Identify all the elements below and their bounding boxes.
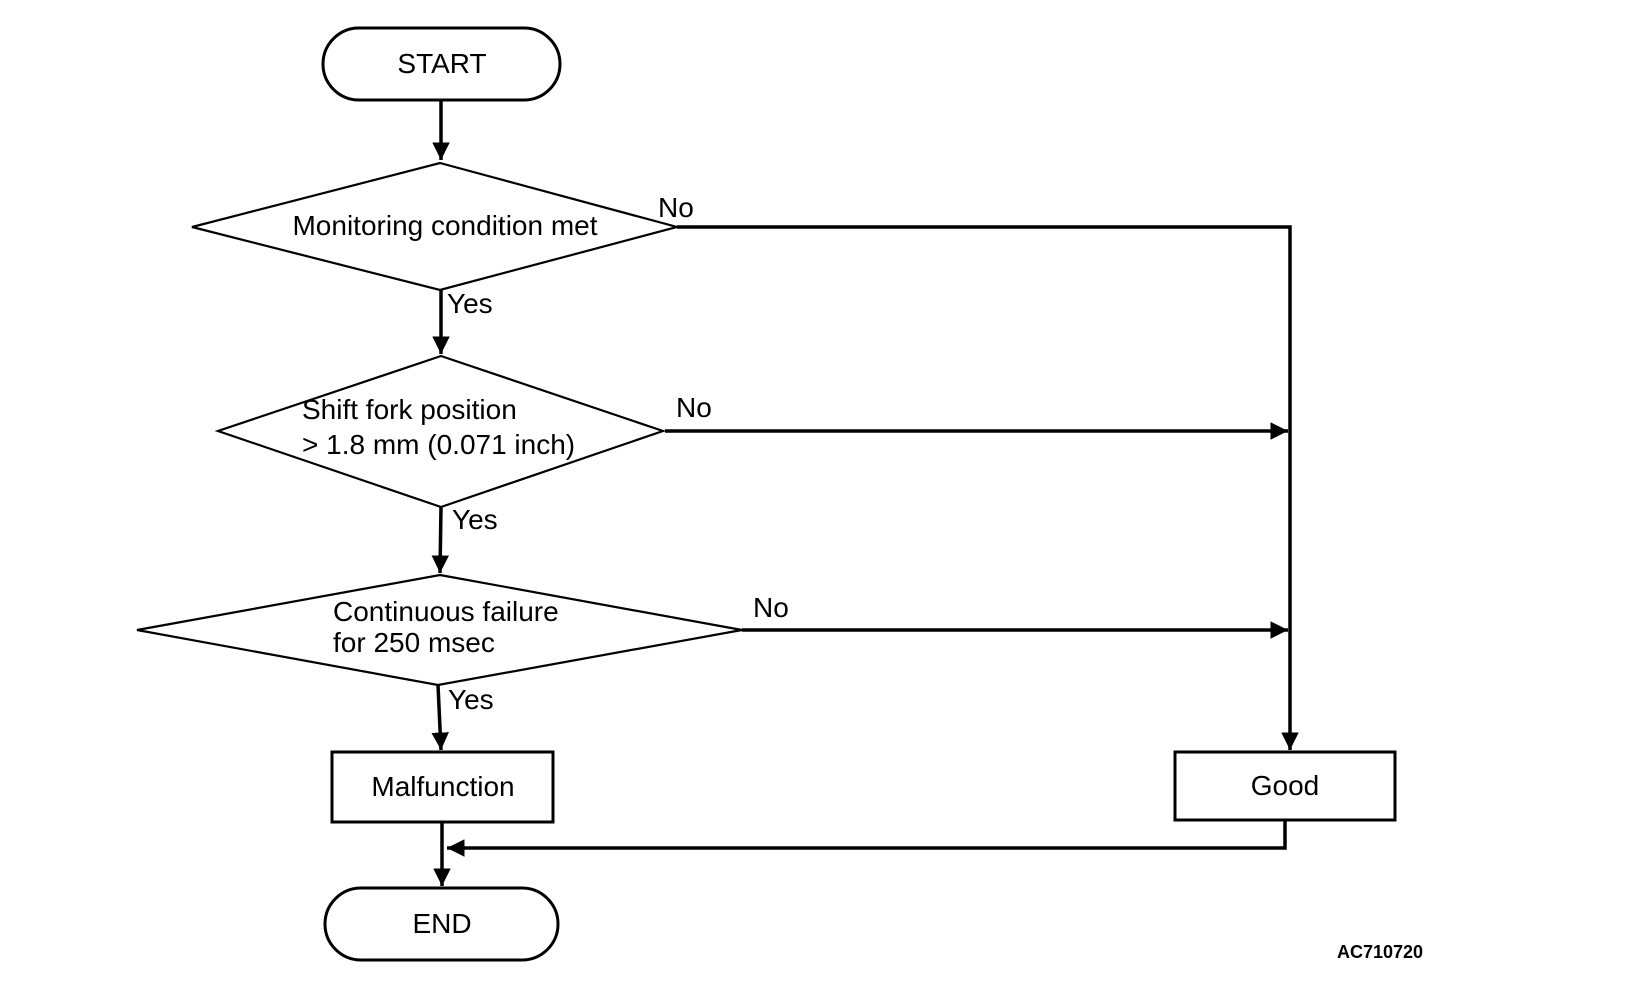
edge-continuous-yes-to-malfunction — [431, 684, 449, 751]
decision-monitoring-shape — [191, 161, 682, 292]
edge-good-to-end — [447, 820, 1287, 857]
edge-monitoring-no-to-good — [677, 225, 1299, 750]
malfunction-process-shape — [330, 750, 555, 824]
decision-shift-fork-label: Shift fork position > 1.8 mm (0.071 inch… — [302, 392, 575, 462]
decision-shift-fork-shape — [214, 354, 667, 509]
edge-label-continuous-failure-no: No — [753, 592, 789, 623]
edge-label-monitoring-yes: Yes — [447, 288, 493, 319]
node-shapes — [136, 26, 1397, 962]
malfunction-node-label: Malfunction — [371, 770, 515, 802]
end-node-label: END — [412, 907, 472, 939]
decision-continuous-failure-label: Continuous failure for 250 msec — [333, 596, 559, 658]
good-node-label: Good — [1250, 769, 1320, 801]
edge-label-shift-fork-no: No — [676, 392, 712, 423]
decision-shift-fork-label-line1: Shift fork position — [302, 394, 517, 425]
edge-label-monitoring-no: No — [658, 192, 694, 223]
figure-code-label: AC710720 — [1337, 942, 1424, 962]
decision-monitoring-label: Monitoring condition met — [292, 209, 598, 241]
connector-lines — [431, 100, 1299, 886]
edge-label-continuous-failure-yes: Yes — [448, 684, 494, 715]
start-terminator-shape — [321, 26, 562, 102]
good-process-shape — [1173, 750, 1397, 822]
edge-shift-fork-yes-to-continuous — [431, 506, 450, 574]
decision-shift-fork-label-line2: > 1.8 mm (0.071 inch) — [302, 429, 576, 460]
end-terminator-shape — [323, 886, 560, 962]
decision-continuous-failure-label-line2: for 250 msec — [333, 627, 495, 658]
decision-continuous-failure-label-line1: Continuous failure — [333, 596, 559, 627]
start-node-label: START — [397, 47, 487, 79]
edge-label-shift-fork-yes: Yes — [452, 504, 498, 535]
decision-continuous-failure-shape — [136, 573, 743, 687]
